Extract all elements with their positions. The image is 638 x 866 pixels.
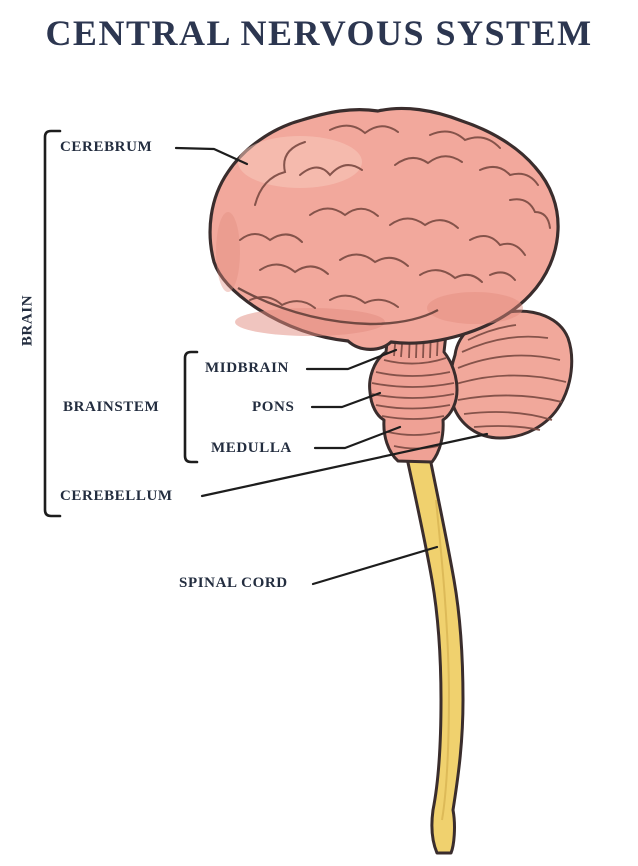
- pons-label: PONS: [252, 399, 295, 415]
- brainstem-label: BRAINSTEM: [63, 399, 160, 415]
- cerebrum-leader-line: [174, 146, 249, 166]
- medulla-label: MEDULLA: [211, 440, 292, 456]
- cerebrum-shape: [208, 106, 560, 351]
- cerebellum-leader-line: [200, 432, 489, 498]
- page-title: CENTRAL NERVOUS SYSTEM: [45, 13, 593, 53]
- spinal-cord-label: SPINAL CORD: [179, 575, 288, 591]
- brain-label: BRAIN: [19, 294, 36, 347]
- medulla-leader-line: [313, 425, 402, 450]
- cerebrum-label: CEREBRUM: [60, 139, 153, 155]
- brainstem-bracket: [183, 350, 199, 464]
- pons-leader-line: [310, 391, 382, 409]
- brain-bracket: [43, 129, 62, 518]
- cerebellum-label: CEREBELLUM: [60, 488, 173, 504]
- gyri-lines: [239, 124, 551, 309]
- spinal-cord-leader-line: [311, 545, 439, 586]
- midbrain-label: MIDBRAIN: [205, 360, 289, 376]
- spinal-cord-shape: [405, 456, 465, 855]
- pons-striations: [371, 357, 455, 420]
- midbrain-leader-line: [305, 348, 398, 371]
